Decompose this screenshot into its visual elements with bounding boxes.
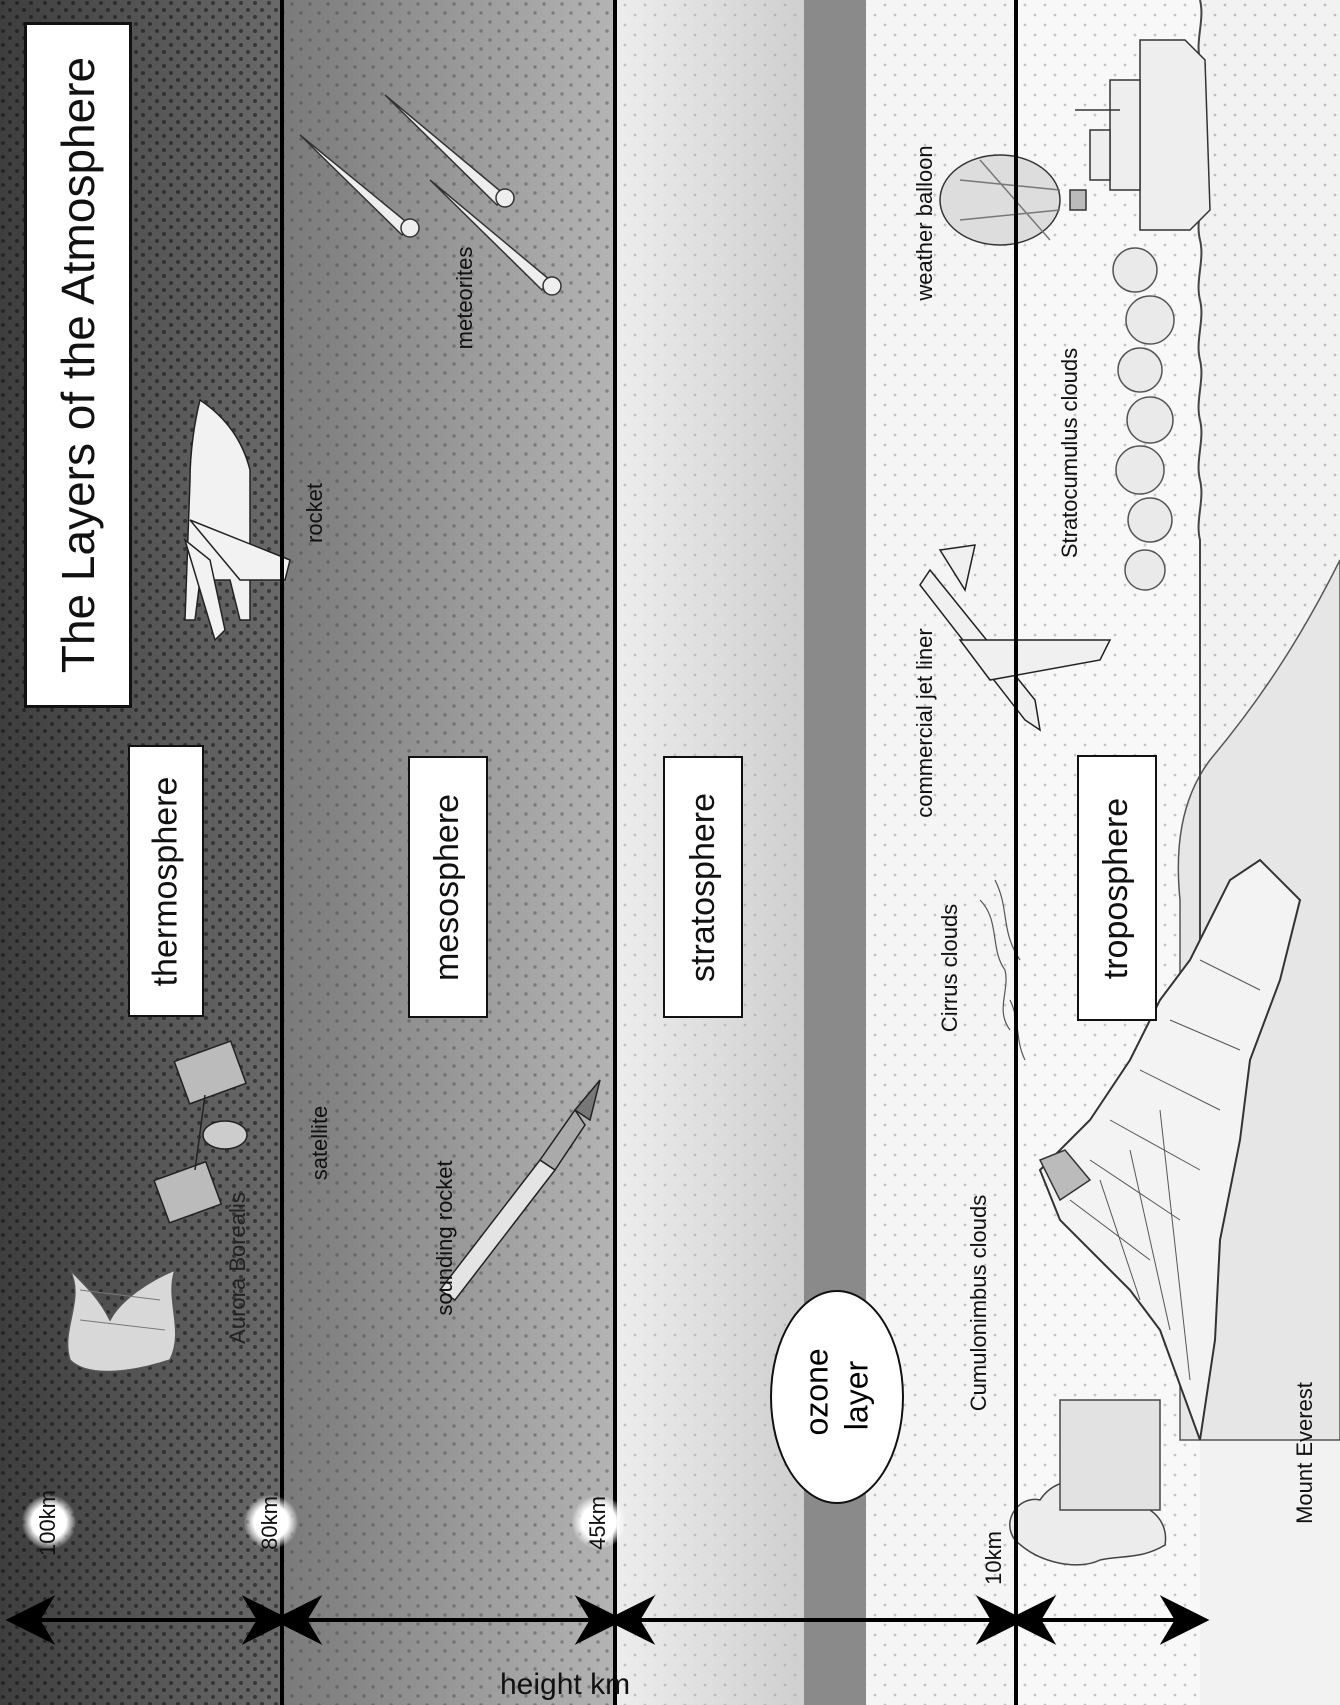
weather-balloon-label: weather balloon bbox=[912, 128, 938, 318]
mesosphere-box: mesosphere bbox=[408, 756, 488, 1018]
boundary-label-80km: 80km bbox=[257, 1487, 283, 1559]
ozone-label-line1: ozone bbox=[799, 1356, 836, 1436]
title-box: The Layers of the Atmosphere bbox=[24, 22, 132, 708]
stratocumulus-clouds-label: Stratocumulus clouds bbox=[1057, 333, 1083, 573]
cirrus-clouds-label: Cirrus clouds bbox=[937, 888, 963, 1048]
thermosphere-label: thermosphere bbox=[147, 776, 186, 986]
rocket-label: rocket bbox=[302, 478, 328, 548]
axis-label: height km bbox=[500, 1668, 630, 1702]
meteorites-label: meteorites bbox=[452, 233, 478, 363]
mount-everest-label: Mount Everest bbox=[1292, 1363, 1318, 1543]
stratosphere-label: stratosphere bbox=[684, 793, 723, 982]
diagram-title: The Layers of the Atmosphere bbox=[51, 57, 105, 673]
mesosphere-label: mesosphere bbox=[429, 793, 468, 980]
boundary-label-45km: 45km bbox=[585, 1487, 611, 1559]
sounding-rocket-label: sounding rocket bbox=[432, 1138, 458, 1338]
boundary-label-10km: 10km bbox=[981, 1522, 1007, 1594]
boundary-label-100km: 100km bbox=[35, 1487, 61, 1559]
thermosphere-box: thermosphere bbox=[128, 745, 204, 1017]
commercial-jet-liner-label: commercial jet liner bbox=[912, 603, 938, 843]
troposphere-box: troposphere bbox=[1077, 755, 1157, 1021]
stratosphere-box: stratosphere bbox=[663, 756, 743, 1018]
aurora-borealis-label: Aurora Borealis bbox=[225, 1168, 251, 1368]
satellite-label: satellite bbox=[307, 1093, 333, 1193]
cumulonimbus-clouds-label: Cumulonimbus clouds bbox=[966, 1178, 992, 1428]
ozone-label-line2: layer bbox=[839, 1356, 876, 1436]
ozone-layer-badge: ozone layer bbox=[770, 1290, 904, 1504]
troposphere-label: troposphere bbox=[1098, 797, 1137, 978]
